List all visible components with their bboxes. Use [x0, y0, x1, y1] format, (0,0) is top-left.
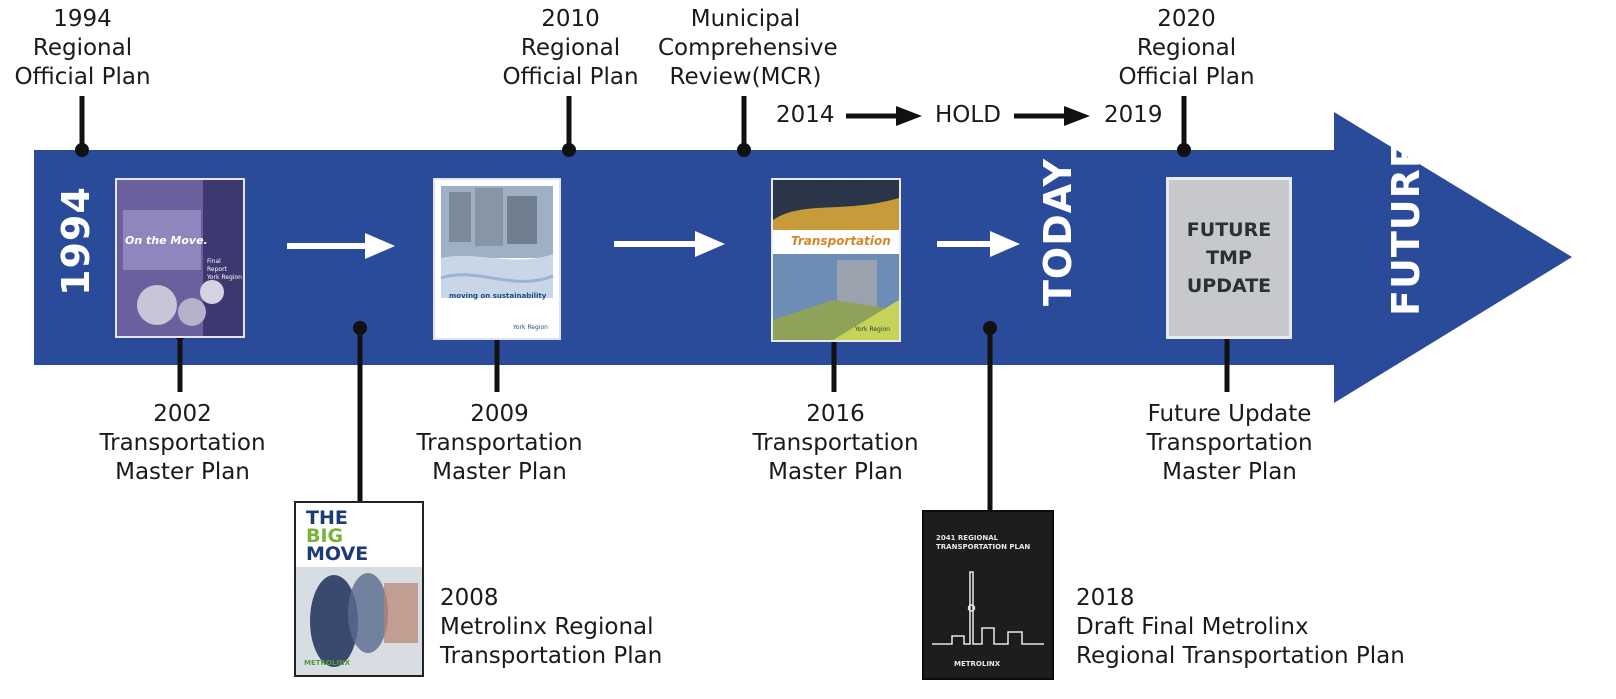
cover-tmp-2016-headline: Transportation	[791, 234, 891, 248]
cover-tmp-2016-art	[773, 180, 899, 340]
marker-rop-2010	[562, 143, 576, 157]
future-label: FUTURE	[1384, 141, 1428, 316]
label-rtp-2008: 2008 Metrolinx Regional Transportation P…	[440, 585, 663, 669]
mcr-sequence-2014: 2014	[776, 102, 835, 128]
label-tmp-2002: 2002 Transportation Master Plan	[99, 401, 266, 485]
cover-tmp-2002-subtitle: Final Report York Region	[207, 258, 242, 281]
label-rtp-2018: 2018 Draft Final Metrolinx Regional Tran…	[1076, 585, 1405, 669]
top-connectors	[79, 96, 1187, 150]
cover-tmp-2002-headline: On the Move.	[125, 234, 208, 247]
progress-arrow-2	[614, 231, 725, 257]
cover-rtp-2018-title: 2041 REGIONAL TRANSPORTATION PLAN	[936, 534, 1031, 551]
sequence-arrows	[846, 106, 1090, 126]
cover-tmp-2009-art	[440, 186, 554, 298]
cover-tmp-2002: On the Move. Final Report York Region	[115, 178, 245, 338]
sequence-arrow-1	[846, 106, 922, 126]
cover-rtp-2018-skyline	[932, 571, 1044, 645]
cover-big-move-line1: THE	[306, 507, 348, 529]
progress-arrows	[287, 231, 1020, 259]
label-tmp-future: Future Update Transportation Master Plan	[1146, 401, 1313, 485]
start-year-label: 1994	[54, 186, 98, 296]
marker-rop-1994	[75, 143, 89, 157]
top-markers	[75, 143, 1191, 157]
cover-tmp-2002-art	[117, 180, 243, 336]
label-tmp-2009: 2009 Transportation Master Plan	[416, 401, 583, 485]
progress-arrow-3	[937, 231, 1020, 257]
sequence-arrow-2	[1014, 106, 1090, 126]
cover-big-move-art	[296, 567, 422, 675]
cover-tmp-2016-kicker: York Region	[855, 326, 890, 333]
cover-big-move: THE BIG MOVE METROLINX	[294, 501, 424, 677]
label-tmp-2016: 2016 Transportation Master Plan	[752, 401, 919, 485]
label-rop-2020: 2020 Regional Official Plan	[1118, 6, 1255, 90]
today-label: TODAY	[1036, 157, 1080, 306]
label-rop-2010: 2010 Regional Official Plan	[502, 6, 639, 90]
marker-rop-2020	[1177, 143, 1191, 157]
cover-rtp-2018-footer: METROLINX	[954, 660, 1001, 668]
cover-tmp-2009-headline: moving on sustainability	[449, 292, 547, 300]
cover-tmp-2009: moving on sustainability York Region	[433, 178, 561, 340]
cover-big-move-line2: BIG	[306, 525, 344, 547]
future-tmp-update-box: FUTURE TMP UPDATE	[1166, 177, 1292, 339]
marker-rtp-2008	[353, 321, 367, 335]
future-tmp-update-text: FUTURE TMP UPDATE	[1186, 219, 1272, 297]
cover-big-move-footer: METROLINX	[304, 659, 351, 667]
label-mcr: Municipal Comprehensive Review(MCR)	[658, 6, 838, 90]
mcr-sequence-hold: HOLD	[935, 102, 1001, 128]
cover-big-move-line3: MOVE	[306, 543, 369, 565]
progress-arrow-1	[287, 233, 395, 259]
label-rop-1994: 1994 Regional Official Plan	[14, 6, 151, 90]
marker-rtp-2018	[983, 321, 997, 335]
mcr-sequence-2019: 2019	[1104, 102, 1163, 128]
cover-tmp-2009-footer: York Region	[513, 324, 548, 331]
cover-tmp-2016: Transportation York Region	[771, 178, 901, 342]
cover-rtp-2018: 2041 REGIONAL TRANSPORTATION PLAN METROL…	[922, 510, 1054, 680]
marker-mcr	[737, 143, 751, 157]
